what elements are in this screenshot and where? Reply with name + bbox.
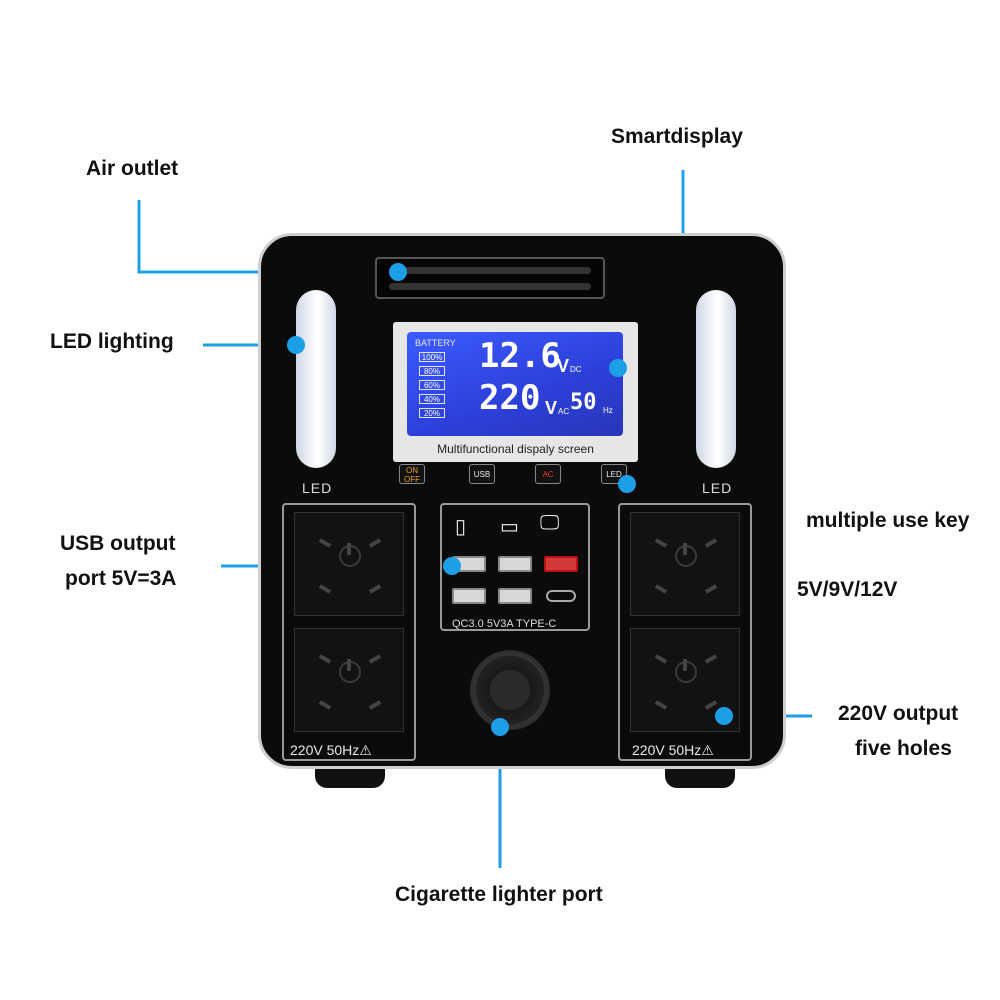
dot-cigarette xyxy=(491,718,509,736)
ac-unit: V xyxy=(545,398,558,418)
dot-ac-output xyxy=(715,707,733,725)
smart-display: BATTERY 100% 80% 60% 40% 20% 12.6 V DC 2… xyxy=(393,322,638,462)
ac-key[interactable]: AC xyxy=(535,464,561,484)
callout-cigarette-port: Cigarette lighter port xyxy=(395,883,603,906)
frequency-unit: Hz xyxy=(603,406,613,415)
qc-label: QC3.0 5V3A TYPE-C xyxy=(452,618,557,630)
dot-smartdisplay xyxy=(609,359,627,377)
usb-a-port[interactable] xyxy=(452,588,486,604)
callout-multiple-use-key: multiple use key xyxy=(806,509,970,532)
phone-icon: ▯ xyxy=(455,516,467,538)
dc-suffix: DC xyxy=(570,365,582,374)
led-label-right: LED xyxy=(702,480,733,496)
callout-voltages: 5V/9V/12V xyxy=(797,578,898,601)
dot-usb-output xyxy=(443,557,461,575)
led-label-left: LED xyxy=(302,480,333,496)
callout-usb-output-line1: USB output xyxy=(60,532,176,555)
power-key[interactable]: ON OFF xyxy=(399,464,425,484)
device-foot-right xyxy=(665,766,735,788)
ac-socket[interactable] xyxy=(294,512,404,616)
cigarette-lighter-socket[interactable] xyxy=(470,650,550,730)
display-caption: Multifunctional dispaly screen xyxy=(437,442,594,456)
ac-socket[interactable] xyxy=(630,512,740,616)
frequency-value: 50 xyxy=(570,390,597,415)
dc-voltage-value: 12.6 xyxy=(479,336,561,376)
battery-level-60: 60% xyxy=(419,380,445,390)
laptop-icon: 🖵 xyxy=(540,512,560,534)
callout-smartdisplay: Smartdisplay xyxy=(611,125,743,148)
usb-a-port[interactable] xyxy=(498,588,532,604)
led-light-right xyxy=(696,290,736,468)
callout-usb-output-line2: port 5V=3A xyxy=(65,567,177,590)
battery-level-100: 100% xyxy=(419,352,445,362)
outlet-rating-right: 220V 50Hz⚠ xyxy=(632,742,714,758)
callout-air-outlet: Air outlet xyxy=(86,157,179,180)
callout-led-lighting: LED lighting xyxy=(50,330,174,353)
ac-voltage-value: 220 xyxy=(479,378,541,418)
dot-led-lighting xyxy=(287,336,305,354)
air-vent xyxy=(375,257,605,299)
callout-ac-output-line2: five holes xyxy=(855,737,952,760)
battery-label: BATTERY xyxy=(415,338,456,348)
usb-panel xyxy=(440,503,590,631)
device-foot-left xyxy=(315,766,385,788)
usb-qc3-port[interactable] xyxy=(544,556,578,572)
ac-socket[interactable] xyxy=(294,628,404,732)
battery-level-80: 80% xyxy=(419,366,445,376)
callout-ac-output-line1: 220V output xyxy=(838,702,959,725)
battery-level-20: 20% xyxy=(419,408,445,418)
dot-multiple-use-key xyxy=(618,475,636,493)
ac-outlet-panel-left xyxy=(282,503,416,761)
tablet-icon: ▭ xyxy=(500,516,519,538)
led-light-left xyxy=(296,290,336,468)
battery-level-40: 40% xyxy=(419,394,445,404)
lcd-screen: BATTERY 100% 80% 60% 40% 20% 12.6 V DC 2… xyxy=(407,332,623,436)
dot-air-outlet xyxy=(389,263,407,281)
usb-key[interactable]: USB xyxy=(469,464,495,484)
ac-outlet-panel-right xyxy=(618,503,752,761)
ac-suffix: AC xyxy=(558,407,570,416)
usb-a-port[interactable] xyxy=(498,556,532,572)
dc-unit: V xyxy=(557,356,570,376)
usb-type-c-port[interactable] xyxy=(546,590,576,602)
outlet-rating-left: 220V 50Hz⚠ xyxy=(290,742,372,758)
